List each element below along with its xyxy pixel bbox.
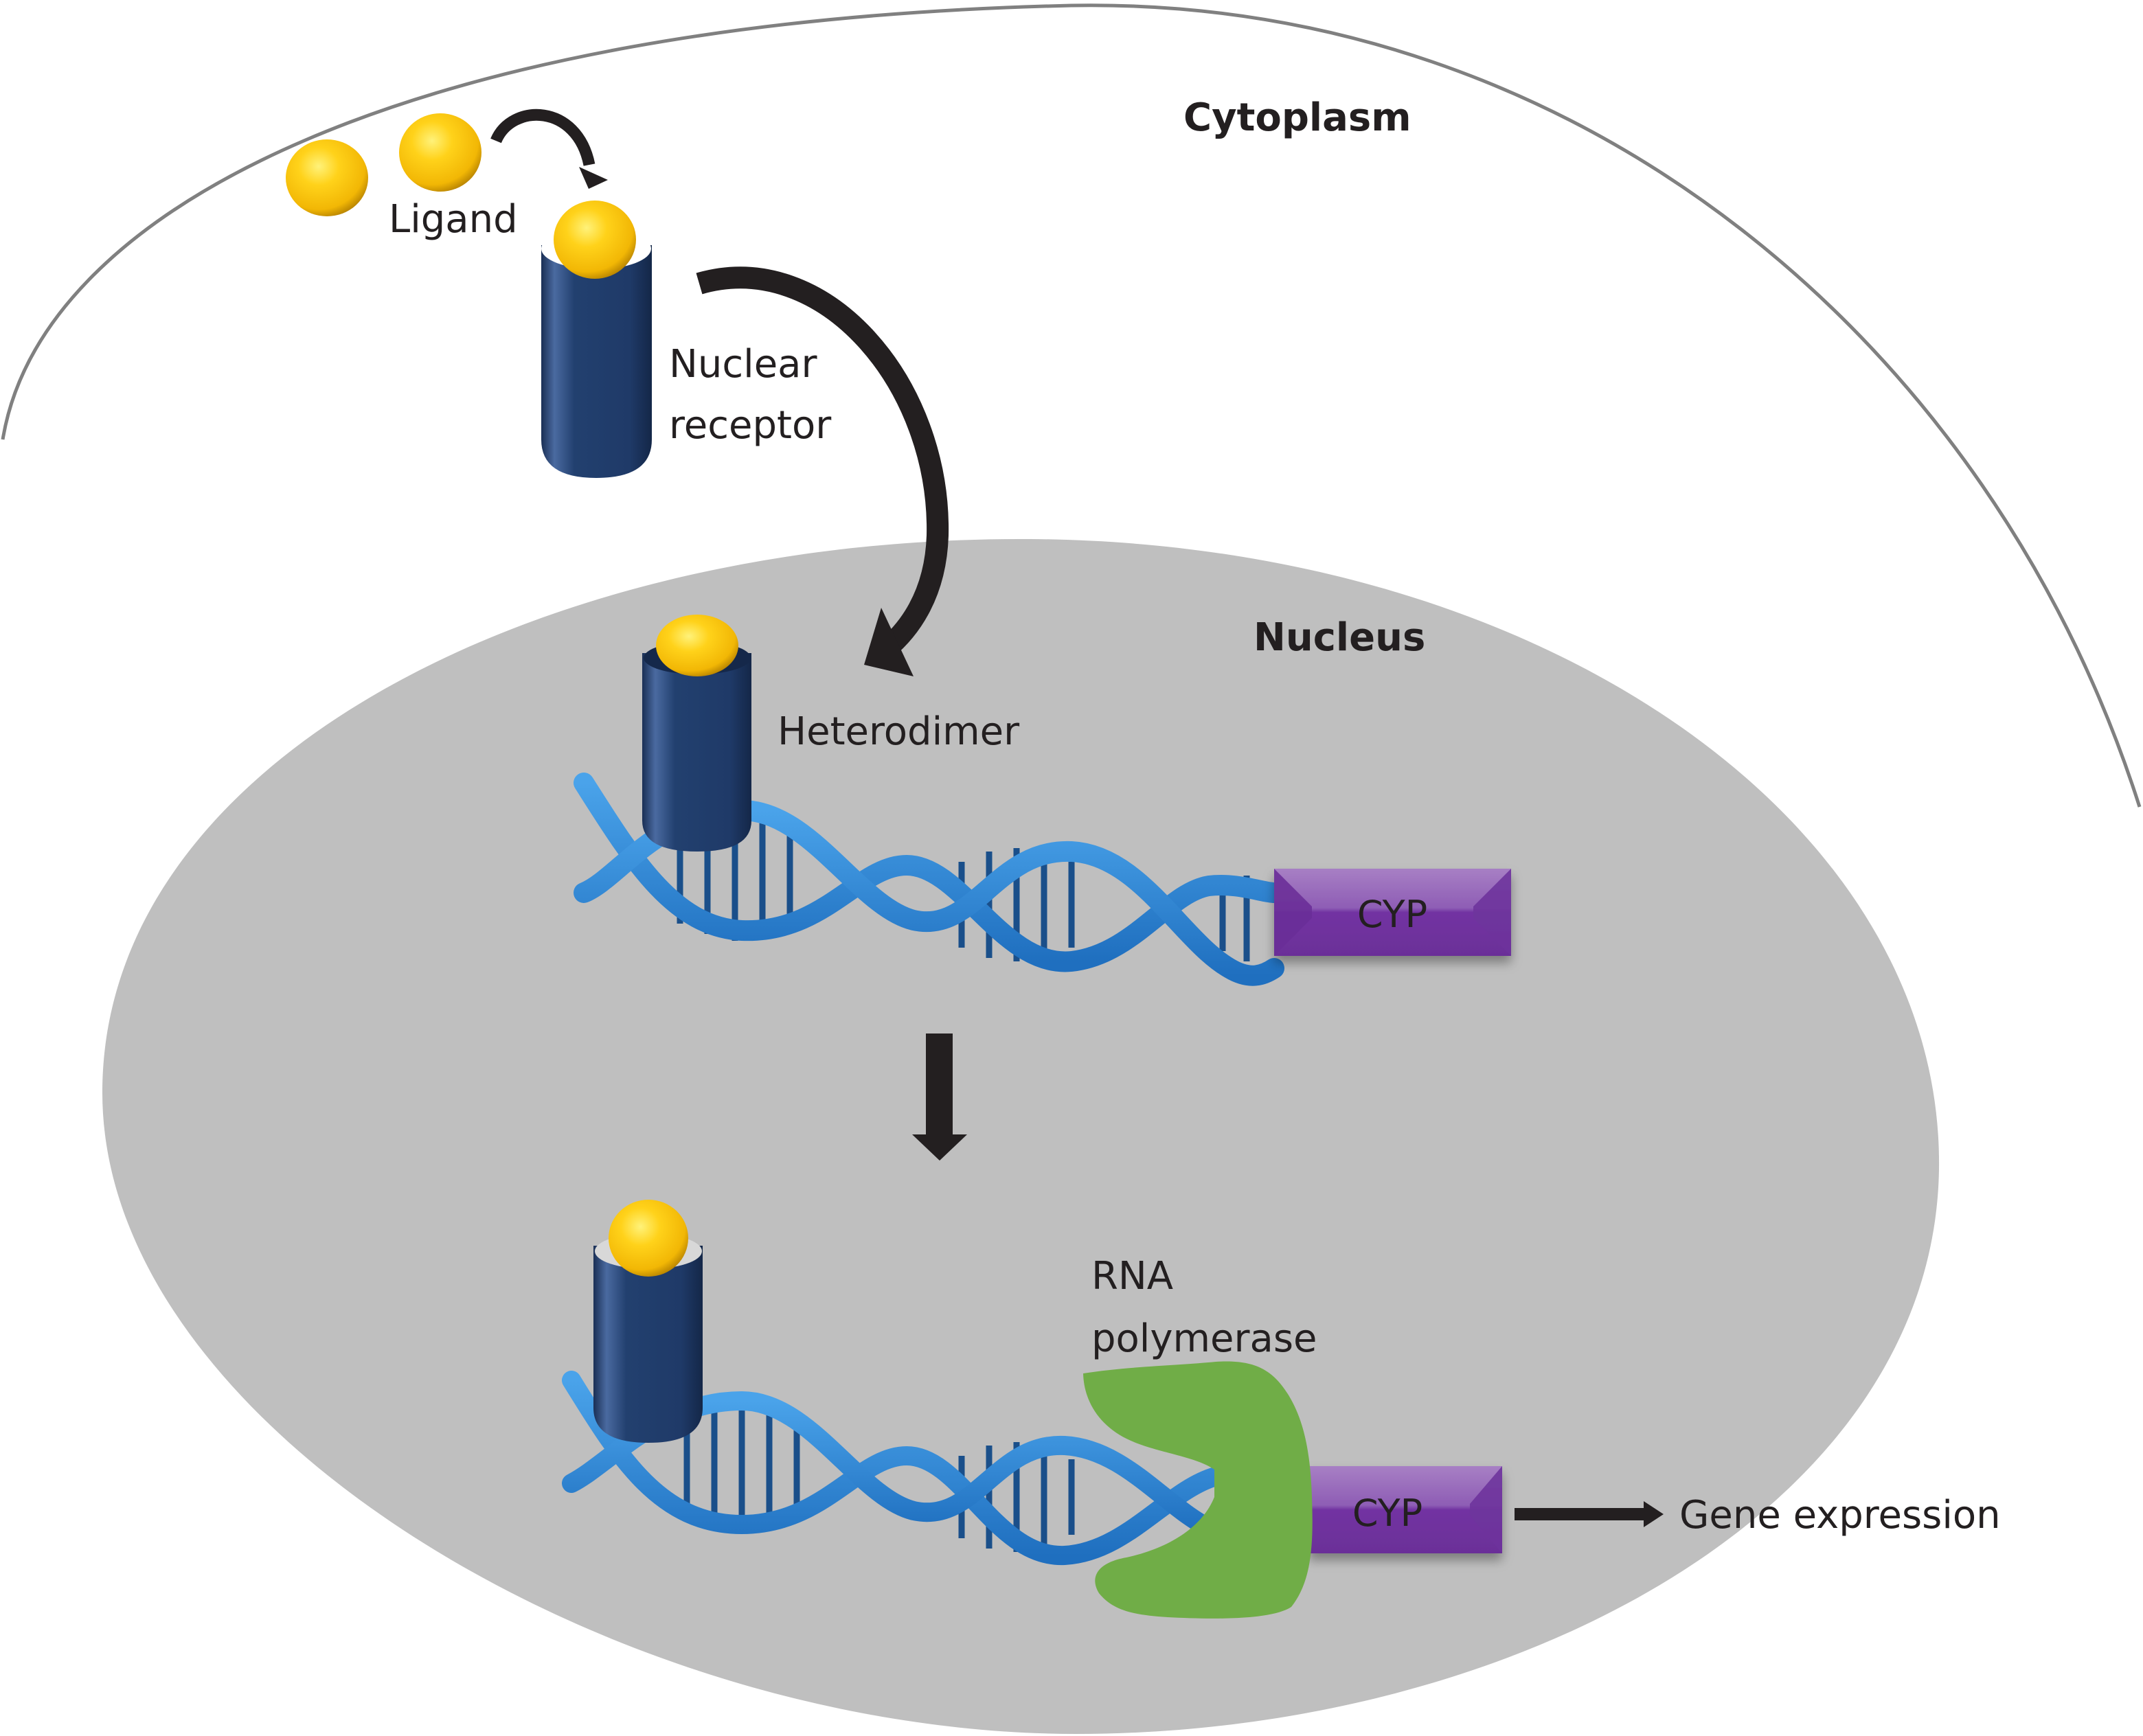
cell-membrane: [1, 3, 2142, 808]
nuclear-receptor: [541, 201, 652, 478]
heterodimer-ligand-icon: [656, 615, 738, 676]
heterodimer-cylinder-icon: [642, 653, 751, 852]
cyp-gene-bottom: [1308, 1466, 1502, 1553]
bound-ligand-icon: [554, 201, 636, 279]
ligand-icon: [286, 139, 368, 216]
receptor-cylinder-icon: [541, 245, 652, 478]
cytoplasm-label: Cytoplasm: [1183, 95, 1411, 140]
rna-polymerase-icon: [1083, 1361, 1313, 1619]
rna-polymerase-label-line2: polymerase: [1091, 1316, 1317, 1361]
nucleus: [102, 538, 1940, 1735]
cyp-label-top: CYP: [1357, 893, 1427, 936]
cyp-gene-top: [1274, 869, 1511, 956]
cyp-label-bottom: CYP: [1352, 1492, 1422, 1535]
rna-polymerase-label-line1: RNA: [1091, 1254, 1173, 1299]
ligand-icon: [399, 113, 481, 192]
nuclear-receptor-label-line1: Nuclear: [669, 342, 818, 387]
ligand-binding-arrow-icon: [490, 108, 608, 189]
heterodimer-label: Heterodimer: [778, 709, 1020, 754]
translocation-arrow-icon: [696, 266, 949, 676]
ligand-label: Ligand: [389, 197, 518, 242]
free-ligands: [286, 113, 481, 216]
nucleus-label: Nucleus: [1254, 615, 1425, 660]
bound-receptor-bottom: [593, 1200, 703, 1443]
gene-expression-label: Gene expression: [1679, 1493, 2001, 1538]
gene-expression-arrow-icon: [1515, 1501, 1664, 1527]
nuclear-receptor-label-line2: receptor: [669, 403, 832, 448]
heterodimer: [642, 615, 751, 852]
receptor-ligand-bottom-icon: [609, 1200, 688, 1277]
down-arrow-icon: [912, 1033, 967, 1161]
receptor-cylinder-bottom-icon: [593, 1246, 703, 1443]
